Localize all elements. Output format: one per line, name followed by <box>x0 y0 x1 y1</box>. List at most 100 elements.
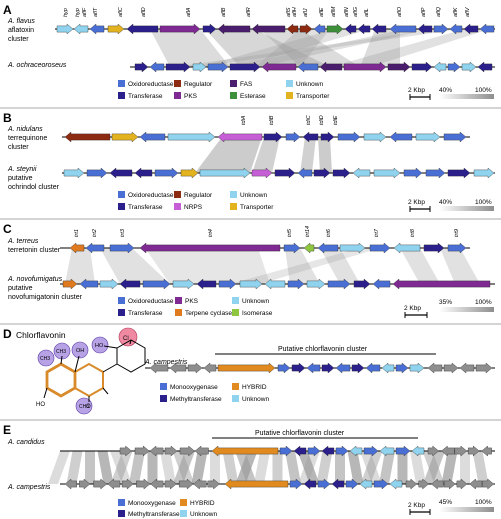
panel-a-top-gene <box>313 23 326 35</box>
panel-d-track-gene <box>321 362 335 374</box>
panel-c-bottom-gene <box>196 278 217 290</box>
panel-a-gene-label: aflM <box>331 6 337 17</box>
panel-d-legend-swatch <box>232 383 239 390</box>
panel-a-gene-label: hyp <box>63 8 69 17</box>
panel-e-bottom-gene <box>179 478 194 490</box>
panel-c-letter: C <box>3 222 12 236</box>
panel-c-top-gene <box>423 242 445 254</box>
panel-c-top-gene <box>447 242 467 254</box>
panel-a-top-gene <box>159 23 201 35</box>
panel-b-homology-link <box>318 137 332 173</box>
panel-c-legend-swatch <box>118 297 125 304</box>
panel-c-bottom-gene <box>287 278 305 290</box>
panel-a-bottom-species: A. ochraceoroseus <box>7 62 67 69</box>
panel-b-bottom-gene <box>297 167 313 179</box>
panel-c-gene-label: trt8 <box>410 228 416 237</box>
panel-c-bottom-gene <box>306 278 326 290</box>
panel-e-legend-item: Monooxygenase <box>128 500 176 507</box>
panel-a-legend-swatch <box>230 92 237 99</box>
panel-c-top-species: A. terreus <box>7 238 39 245</box>
panel-c-bottom-gene <box>327 278 351 290</box>
panel-d-species: A. campestris <box>144 359 188 366</box>
panel-a-bottom-gene <box>261 61 297 73</box>
panel-b-bottom-gene <box>473 167 495 179</box>
panel-e-top-gene <box>363 445 379 457</box>
panel-a-top-gene <box>202 23 217 35</box>
panel-b-gene-label: tdiE <box>333 115 339 125</box>
panel-c-legend-item: Isomerase <box>242 310 273 317</box>
panel-c-homology-link <box>100 248 170 284</box>
panel-c-top-gene <box>317 242 339 254</box>
panel-a-gene-label: hyp <box>75 8 81 17</box>
panel-e-top-gene <box>134 445 150 457</box>
panel-a-top-gene <box>126 23 159 35</box>
panel-a-gene-label: aflT <box>93 7 99 17</box>
panel-a-gene-label: aflC <box>118 7 124 17</box>
panel-e-homology-link <box>285 451 301 484</box>
panel-a-top-gene <box>326 23 344 35</box>
panel-b-top-gene <box>64 131 111 143</box>
panel-c-gene-label: trt2 <box>92 229 98 237</box>
panel-e-top-gene <box>211 445 279 457</box>
panel-c-top-gene <box>85 242 105 254</box>
panel-e-homology-link <box>85 451 95 484</box>
panel-a-legend-item: Esterase <box>240 93 266 100</box>
panel-d-legend-item: Monooxygenase <box>170 384 218 391</box>
panel-d-legend-swatch <box>160 395 167 402</box>
panel-a-homology-link <box>230 29 430 67</box>
panel-e-top-gene <box>279 445 293 457</box>
panel-b-legend-item: Transferase <box>128 204 163 211</box>
atom-cl: Cl <box>123 336 129 342</box>
panel-a-bottom-gene <box>387 61 411 73</box>
panel-a-gene-label: aflS <box>286 7 292 17</box>
panel-a-top-gene <box>217 23 251 35</box>
panel-a-bottom-gene <box>461 61 477 73</box>
panel-a-bottom-gene <box>149 61 165 73</box>
panel-c-top-gene <box>393 242 421 254</box>
panel-b-bottom-gene <box>425 167 446 179</box>
panel-a-gene-label: aflV <box>465 6 471 17</box>
panel-c-bottom-gene <box>218 278 237 290</box>
panel-e-top-gene <box>179 445 195 457</box>
panel-e-homology-link <box>347 451 364 484</box>
panel-b-bottom-desc2: ochrindol cluster <box>8 184 60 191</box>
panel-e-scale: 2 Kbp 45% 100% <box>408 499 494 515</box>
panel-a-legend-swatch <box>174 92 181 99</box>
panel-e-homology-link <box>254 451 270 484</box>
panel-a-top-gene <box>371 23 387 35</box>
panel-e-bottom-gene <box>405 478 418 490</box>
panel-a-gene-label: aflH <box>292 7 298 17</box>
panel-a-bottom-gene <box>229 61 261 73</box>
panel-a-legend-swatch <box>286 80 293 87</box>
panel-e-homology-link <box>48 451 70 484</box>
panel-a-legend-swatch <box>118 80 125 87</box>
panel-a-homology-link <box>200 29 370 67</box>
panel-d-legend-item: Methyltransferase <box>170 396 222 403</box>
panel-e-homology-link <box>66 451 83 484</box>
panel-a-legend-item: Unknown <box>296 81 323 88</box>
panel-a-top-gene <box>107 23 125 35</box>
atom-ch3-1: CH3 <box>40 356 50 362</box>
panel-c-bottom-gene <box>62 278 78 290</box>
panel-e-homology-link <box>423 451 445 484</box>
panel-d-tracks <box>145 362 495 374</box>
atom-ch3-3: CH3 <box>79 404 89 410</box>
panel-b-top-gene <box>302 131 319 143</box>
panel-a-gene-label: aflB <box>221 7 227 17</box>
panel-a-homology-link <box>205 29 330 67</box>
panel-a-letter: A <box>3 3 12 17</box>
panel-b-gene-label: tdiC <box>306 115 312 125</box>
panel-d-track-gene <box>277 362 291 374</box>
panel-c-legend-item: PKS <box>185 298 199 305</box>
panel-b-top-gene <box>320 131 335 143</box>
panel-b-top-gene <box>217 131 263 143</box>
panel-b-bottom-gene <box>180 167 199 179</box>
panel-e-homology-link <box>472 451 489 484</box>
panel-b-bottom-gene <box>274 167 296 179</box>
panel-b-legend-item: NRPS <box>184 204 203 211</box>
panel-a-homology-link <box>175 29 460 67</box>
